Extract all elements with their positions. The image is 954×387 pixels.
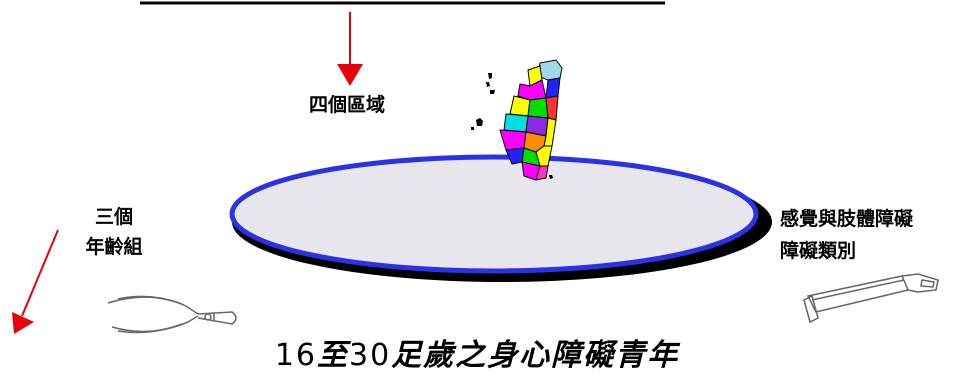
- age-group-label-line1: 三個: [94, 207, 133, 228]
- caption-age-max: 30: [349, 338, 392, 373]
- caption-age-min: 16: [274, 338, 317, 373]
- taiwan-map-icon: [471, 59, 563, 181]
- hacksaw-icon: [803, 273, 939, 324]
- age-group-label-line2: 年齡組: [85, 237, 143, 258]
- disability-label-line1: 感覺與肢體障礙: [780, 209, 914, 230]
- platform-ellipse: [229, 154, 772, 282]
- caption-connector: 至: [317, 338, 349, 373]
- pliers-icon: [107, 295, 237, 334]
- disability-label-line2: 障礙類別: [780, 241, 857, 262]
- diagonal-arrow: [12, 229, 59, 334]
- diagram-caption: 16至30足歲之身心障礙青年: [0, 336, 954, 376]
- caption-subject: 足歲之身心障礙青年: [391, 338, 680, 373]
- down-arrow: [337, 12, 363, 86]
- regions-label: 四個區域: [309, 95, 386, 116]
